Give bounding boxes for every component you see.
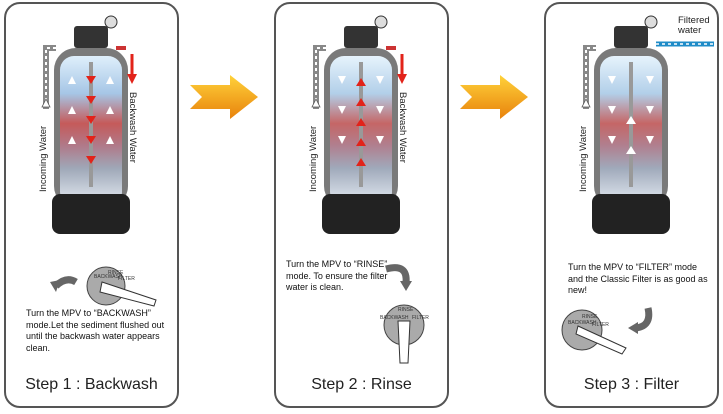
filtered-water-label: Filtered water <box>678 15 710 36</box>
incoming-water-label: Incoming Water <box>308 125 319 192</box>
step-title: Step 2 : Rinse <box>311 376 412 393</box>
instruction-text: Turn the MPV to “FILTER” mode and the Cl… <box>568 262 708 295</box>
step-title: Step 3 : Filter <box>583 376 680 393</box>
incoming-water-label: Incoming Water <box>38 125 49 192</box>
valve-label-backwash: BACKWASH <box>380 315 409 321</box>
valve-label-filter: FILTER <box>118 276 135 282</box>
next-step-arrow-2 <box>460 75 528 119</box>
instruction-text: Turn the MPV to “BACKWASH” mode.Let the … <box>26 308 165 353</box>
filter-tank-illustration <box>41 15 137 234</box>
step-panel-filter: Incoming Water Filtered water Turn the M… <box>544 2 719 408</box>
valve-label-filter: FILTER <box>412 315 429 321</box>
next-step-arrow-1 <box>190 75 258 119</box>
incoming-water-label: Incoming Water <box>578 125 589 192</box>
valve-label-backwash: BACKWASH <box>568 320 597 326</box>
valve-label-backwash: BACKWASH <box>94 274 123 280</box>
instruction-text: Turn the MPV to “RINSE” mode. To ensure … <box>286 259 388 292</box>
valve-label-rinse: RINSE <box>398 307 414 313</box>
step-title: Step 1 : Backwash <box>25 376 158 393</box>
filter-tank-illustration <box>581 15 714 234</box>
valve-label-rinse: RINSE <box>108 270 124 276</box>
valve-label-filter: FILTER <box>592 322 609 328</box>
mpv-valve-dial: BACKWASH RINSE FILTER <box>50 266 157 307</box>
mpv-valve-dial: BACKWASH RINSE FILTER <box>380 264 429 364</box>
backwash-water-label: Backwash Water <box>397 92 408 163</box>
step-panel-backwash: Incoming Water Backwash Water BACKWASH R… <box>4 2 179 408</box>
backwash-water-label: Backwash Water <box>127 92 138 163</box>
filter-tank-illustration <box>311 15 407 234</box>
valve-label-rinse: RINSE <box>582 314 598 320</box>
mpv-valve-dial: BACKWASH RINSE FILTER <box>561 307 653 355</box>
step-panel-rinse: Incoming Water Backwash Water Turn the M… <box>274 2 449 408</box>
